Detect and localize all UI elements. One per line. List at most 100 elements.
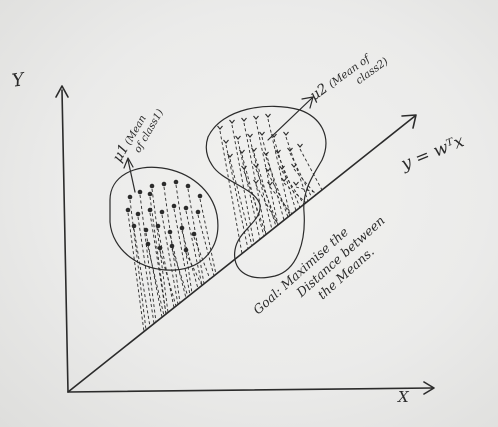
class2-point-8 <box>247 133 253 138</box>
class1-point-25 <box>197 193 203 199</box>
class2-projection-18 <box>299 148 323 191</box>
class1-projection-11 <box>173 208 191 296</box>
class1-projection-7 <box>127 212 145 332</box>
mu2-symbol: μ2 <box>307 81 331 105</box>
class1-projection-8 <box>137 216 155 324</box>
class1-projection-13 <box>197 214 215 276</box>
mu1-symbol: μ1 <box>110 141 133 165</box>
class2-projection-2 <box>231 124 255 245</box>
mu2-pointer-arrow <box>267 97 313 141</box>
class1-point-8 <box>135 211 141 217</box>
class2-point-3 <box>241 117 247 122</box>
class2-point-6 <box>223 139 229 144</box>
y-axis <box>61 89 69 393</box>
class2-point-17 <box>287 147 293 152</box>
class2-point-4 <box>253 115 259 120</box>
class1-point-9 <box>147 207 153 213</box>
class1-point-1 <box>127 194 133 200</box>
class1-point-4 <box>161 181 167 187</box>
class2-point-16 <box>275 149 281 154</box>
class1-projection-20 <box>147 246 165 316</box>
class1-projection-21 <box>159 250 177 307</box>
projection-line-arrowhead <box>401 114 417 129</box>
mu2-pointer-arrowhead <box>301 96 314 109</box>
class1-point-20 <box>145 241 151 247</box>
class1-point-14 <box>131 223 137 229</box>
class2-point-26 <box>281 177 287 182</box>
class2-point-13 <box>239 149 245 154</box>
class2-point-18 <box>297 143 303 148</box>
class1-projection-16 <box>157 228 175 308</box>
mu2-annotation: μ2 (Mean of class2) <box>307 52 391 105</box>
class1-projection-6 <box>187 188 205 284</box>
class2-projection-8 <box>249 138 273 230</box>
y-axis-arrowhead <box>55 85 69 98</box>
class1-projection-25 <box>199 198 217 275</box>
class2-projection-3 <box>243 122 267 235</box>
mu1-annotation: μ1 (Mean of class1) <box>110 108 167 165</box>
class1-point-17 <box>167 229 173 235</box>
class1-point-21 <box>157 245 163 251</box>
class2-point-20 <box>253 163 259 168</box>
class1-data-points <box>125 179 217 332</box>
class1-projection-3 <box>151 188 169 313</box>
class2-projection-23 <box>293 168 317 196</box>
class1-point-24 <box>147 191 153 197</box>
class2-projection-6 <box>225 144 249 249</box>
class2-projection-20 <box>255 168 279 226</box>
class1-projection-18 <box>181 230 199 289</box>
class1-point-22 <box>169 243 175 249</box>
class2-point-23 <box>291 163 297 168</box>
class2-projection-12 <box>229 158 253 246</box>
class1-point-19 <box>191 231 197 237</box>
class2-projection-22 <box>281 170 305 205</box>
class2-point-10 <box>271 133 277 138</box>
class2-point-25 <box>267 181 273 186</box>
class1-projection-22 <box>171 248 189 297</box>
class1-point-2 <box>137 189 143 195</box>
class1-projection-24 <box>149 196 167 315</box>
x-axis-label: X <box>397 388 410 406</box>
class2-point-11 <box>283 131 289 136</box>
class2-point-22 <box>279 165 285 170</box>
y-axis-label: Y <box>11 69 28 92</box>
class2-projection-24 <box>255 184 279 226</box>
class1-point-5 <box>173 179 179 185</box>
class2-projection-10 <box>273 138 297 211</box>
class2-projection-1 <box>219 130 243 254</box>
class2-point-15 <box>263 151 269 156</box>
class1-point-10 <box>159 209 165 215</box>
class1-point-23 <box>183 247 189 253</box>
class1-point-11 <box>171 203 177 209</box>
class2-projection-7 <box>237 140 261 240</box>
class2-projection-11 <box>285 136 309 202</box>
class1-point-12 <box>183 205 189 211</box>
class2-point-21 <box>265 167 271 172</box>
class2-point-7 <box>235 135 241 140</box>
class2-point-27 <box>293 181 299 186</box>
class1-point-18 <box>179 225 185 231</box>
class2-projection-21 <box>267 172 291 216</box>
class1-projection-5 <box>175 184 193 294</box>
class2-point-12 <box>227 153 233 158</box>
class2-cluster-boundary <box>205 105 327 279</box>
x-axis-arrowhead <box>423 381 435 395</box>
class2-point-5 <box>265 113 271 118</box>
class1-point-13 <box>195 209 201 215</box>
class2-projection-19 <box>243 170 267 235</box>
class2-point-19 <box>241 165 247 170</box>
projection-line <box>67 115 416 393</box>
class1-projection-23 <box>185 252 203 286</box>
class1-point-7 <box>125 207 131 213</box>
class2-projection-26 <box>283 182 307 204</box>
goal-annotation: Goal: Maximise the Distance between the … <box>250 213 388 318</box>
class2-data-points <box>217 113 323 254</box>
mu1-pointer-arrow <box>127 159 136 193</box>
class1-projection-19 <box>193 236 211 280</box>
class1-projection-14 <box>133 228 151 327</box>
class2-point-1 <box>217 125 223 130</box>
class1-point-6 <box>185 183 191 189</box>
class1-projection-2 <box>139 194 157 323</box>
